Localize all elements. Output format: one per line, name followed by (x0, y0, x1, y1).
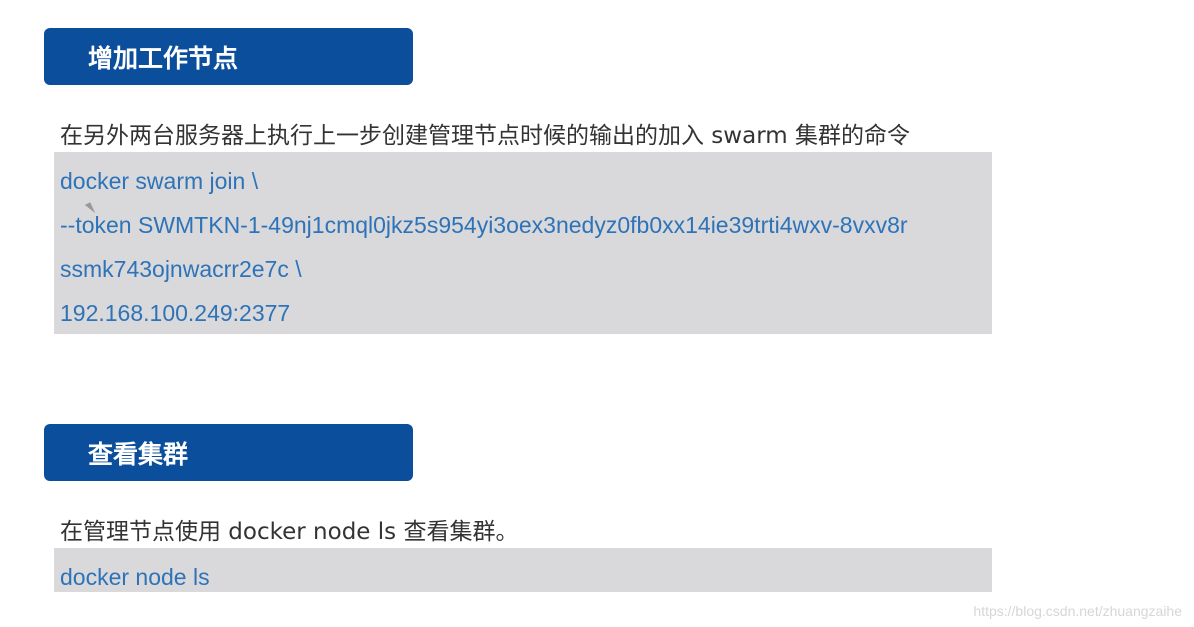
code-line: docker node ls (60, 564, 210, 590)
code-line: ssmk743ojnwacrr2e7c \ (60, 256, 302, 282)
code-block: docker node ls (54, 548, 992, 592)
section-header-add-worker: 增加工作节点 (44, 28, 413, 85)
section-description: 在另外两台服务器上执行上一步创建管理节点时候的输出的加入 swarm 集群的命令 (60, 123, 910, 149)
code-block: docker swarm join \ --token SWMTKN-1-49n… (54, 152, 992, 334)
code-line: --token SWMTKN-1-49nj1cmql0jkz5s954yi3oe… (60, 212, 908, 238)
section-description: 在管理节点使用 docker node ls 查看集群。 (60, 519, 519, 545)
watermark: https://blog.csdn.net/zhuangzaihe (973, 603, 1182, 619)
section-header-view-cluster: 查看集群 (44, 424, 413, 481)
code-line: 192.168.100.249:2377 (60, 300, 291, 326)
code-line: docker swarm join \ (60, 168, 259, 194)
